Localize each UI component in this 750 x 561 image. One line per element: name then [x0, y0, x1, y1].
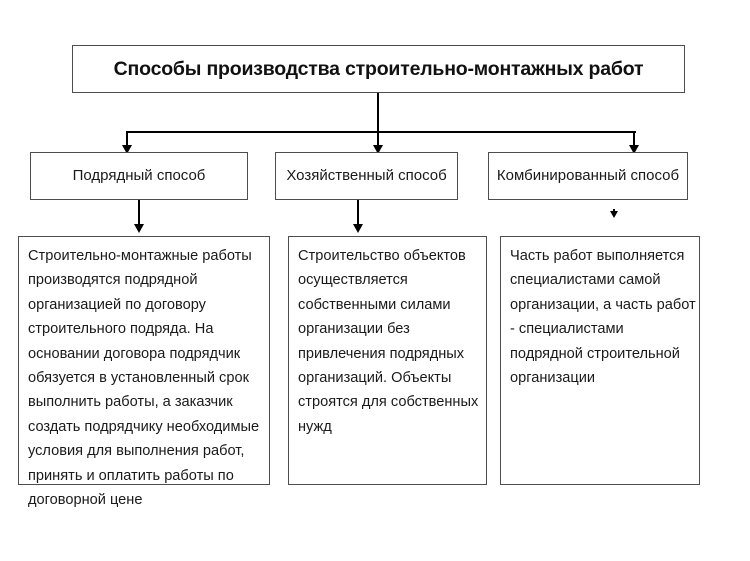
arrowhead-to-method-3 [629, 145, 639, 154]
arrowhead-to-desc-1 [134, 224, 144, 233]
method-label-1: Подрядный способ [72, 166, 206, 184]
description-text-3: Часть работ выполняется специалистами са… [510, 248, 696, 387]
description-box-1: Строительно-монтажные работы производятс… [18, 236, 270, 508]
description-text-2: Строительство объектов осуществляется со… [298, 248, 479, 435]
connector-branch-left [126, 131, 128, 148]
diagram-title-box: Способы производства строительно-монтажн… [72, 45, 685, 93]
connector-branch-center [377, 131, 379, 148]
method-box-3: Комбинированный способ [488, 152, 688, 200]
method-box-1: Подрядный способ [30, 152, 248, 200]
method-label-3: Комбинированный способ [496, 166, 680, 184]
method-box-2: Хозяйственный способ [275, 152, 458, 200]
arrowhead-to-desc-3 [610, 211, 618, 218]
connector-distribution-bar [127, 131, 636, 133]
description-box-2: Строительство объектов осуществляется со… [288, 236, 487, 485]
connector-branch-right [633, 131, 635, 148]
description-text-1: Строительно-монтажные работы производятс… [28, 248, 260, 509]
connector-trunk-vertical [377, 93, 379, 132]
method-label-2: Хозяйственный способ [286, 166, 447, 184]
arrowhead-to-method-1 [122, 145, 132, 154]
arrowhead-to-desc-2 [353, 224, 363, 233]
connector-method2-to-desc2 [357, 200, 359, 227]
description-box-3: Часть работ выполняется специалистами са… [500, 236, 700, 485]
connector-method1-to-desc1 [138, 200, 140, 227]
arrowhead-to-method-2 [373, 145, 383, 154]
diagram-title-text: Способы производства строительно-монтажн… [113, 57, 644, 80]
